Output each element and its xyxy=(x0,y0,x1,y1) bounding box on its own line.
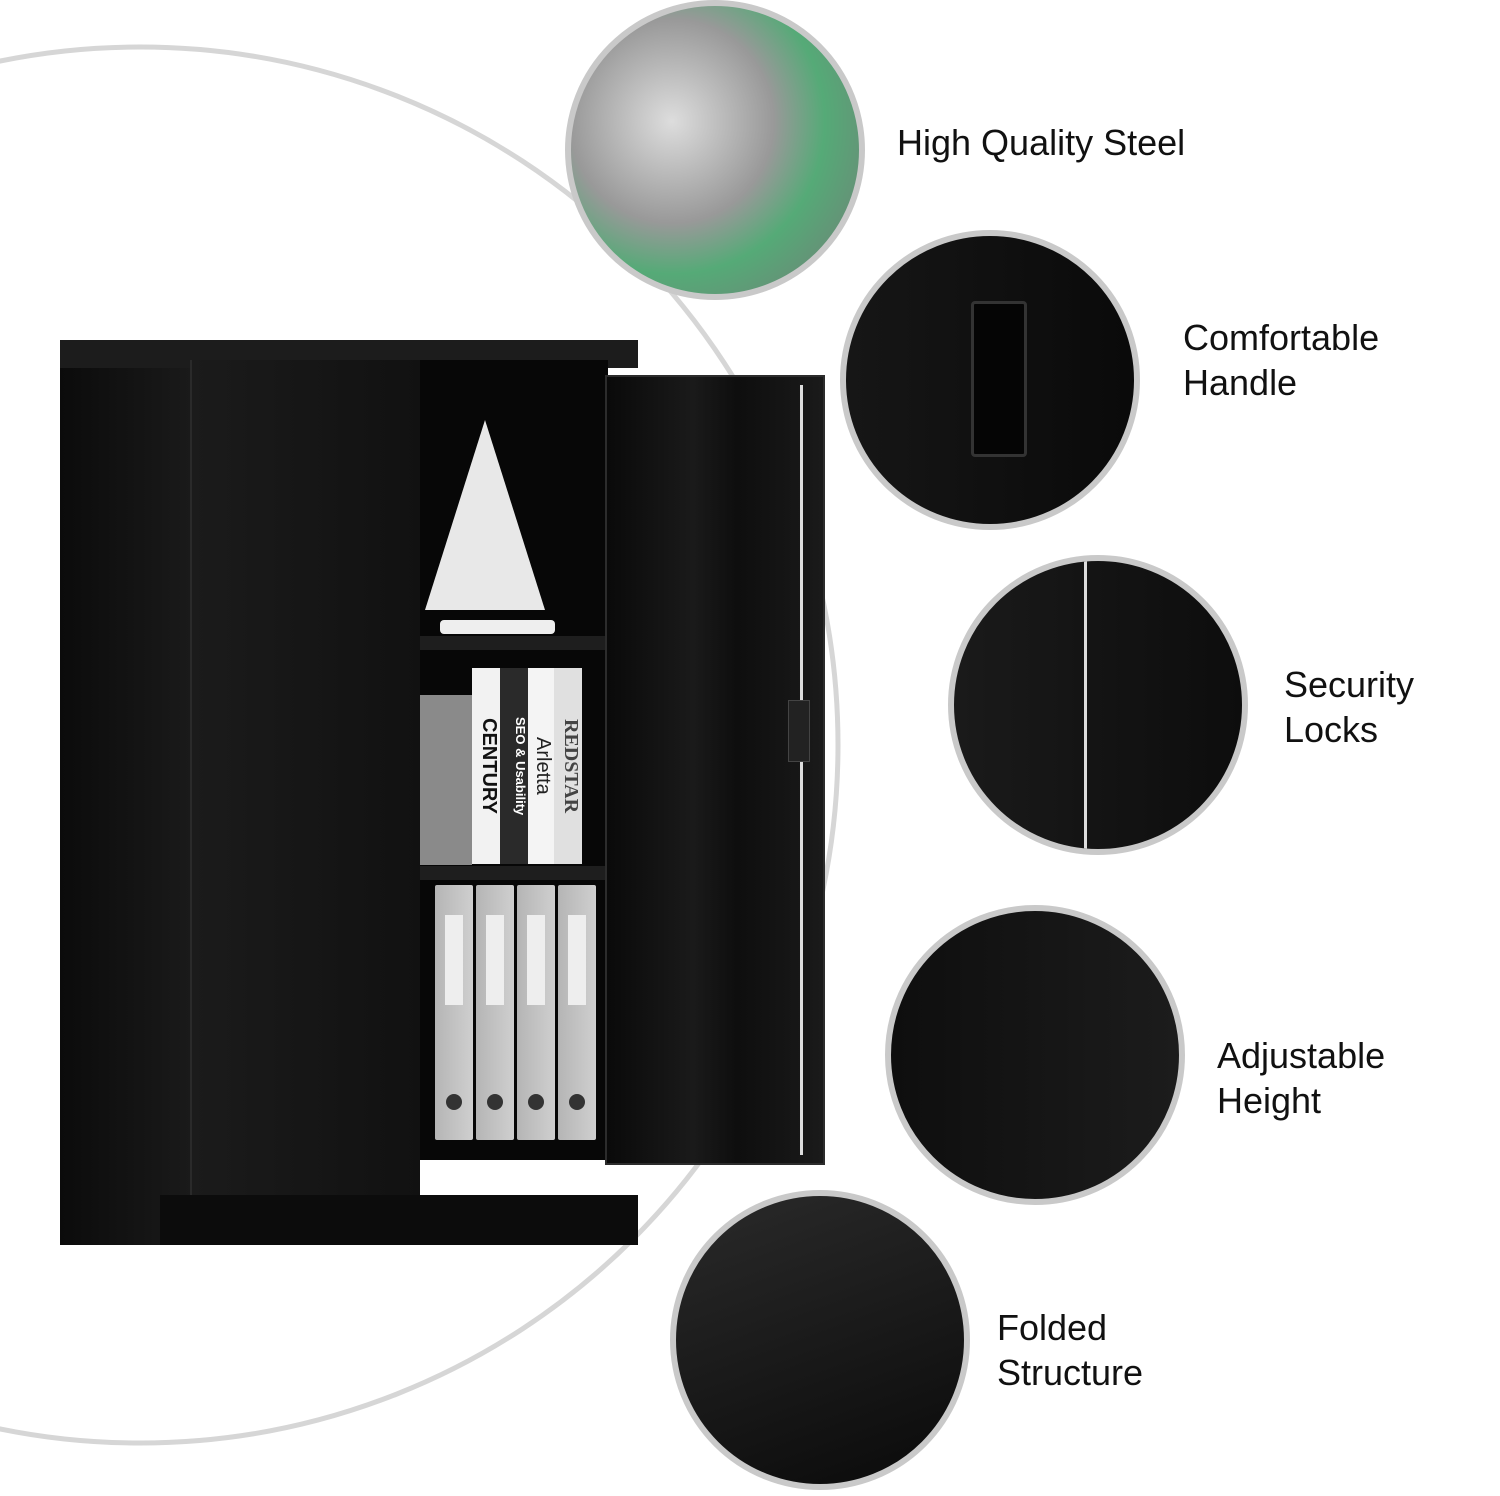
feature-label: High Quality Steel xyxy=(897,122,1186,163)
shelf xyxy=(418,866,608,880)
label-line: Handle xyxy=(1183,362,1298,403)
binder xyxy=(558,885,596,1140)
book xyxy=(420,695,472,865)
label-line: Security xyxy=(1284,664,1415,705)
shelf xyxy=(418,636,608,650)
feature-circle-lock xyxy=(948,555,1248,855)
feature-circle-steel xyxy=(565,0,865,300)
book-spine: CENTURY xyxy=(472,668,500,864)
cabinet-side xyxy=(60,360,192,1245)
cabinet-left-door xyxy=(190,360,420,1195)
cabinet-right-door-open xyxy=(605,375,825,1165)
label-line: Comfortable xyxy=(1183,317,1380,358)
book-spine: Arletta xyxy=(528,668,554,864)
label-line: Height xyxy=(1217,1080,1322,1121)
binder xyxy=(476,885,514,1140)
label-line: Folded xyxy=(997,1307,1108,1348)
lock-rod-icon xyxy=(1084,561,1087,849)
sailboat-base xyxy=(440,620,555,634)
locking-rod xyxy=(800,385,803,1155)
book-spine: REDSTAR xyxy=(554,668,582,864)
label-line: Locks xyxy=(1284,709,1379,750)
feature-circle-adjustable xyxy=(885,905,1185,1205)
book-spine: SEO & Usability xyxy=(500,668,528,864)
label-line: Adjustable xyxy=(1217,1035,1386,1076)
binder xyxy=(517,885,555,1140)
door-handle xyxy=(788,700,810,762)
binder xyxy=(435,885,473,1140)
label-line: Structure xyxy=(997,1352,1144,1393)
sailboat-decor xyxy=(425,420,545,610)
handle-icon xyxy=(971,301,1027,457)
cabinet-base xyxy=(160,1195,638,1245)
feature-circle-handle xyxy=(840,230,1140,530)
feature-circle-folded xyxy=(670,1190,970,1490)
